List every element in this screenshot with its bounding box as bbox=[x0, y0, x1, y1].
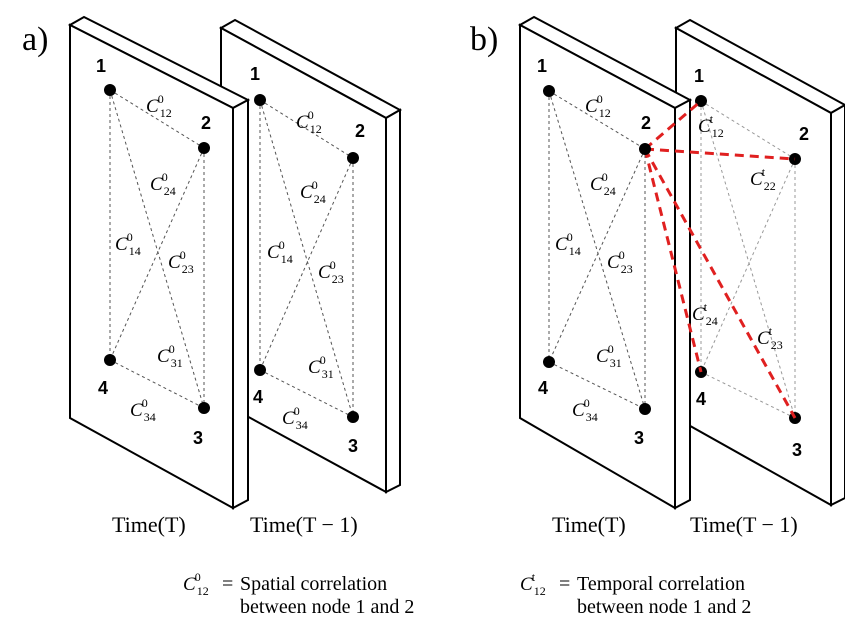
corr-label: C230 bbox=[318, 258, 344, 286]
corr-label: C120 bbox=[585, 92, 611, 120]
corr-label: C240 bbox=[150, 170, 176, 198]
node-1-label: 1 bbox=[537, 56, 547, 76]
node-2-label: 2 bbox=[201, 113, 211, 133]
legend-line2: between node 1 and 2 bbox=[240, 596, 414, 618]
node-1-label: 1 bbox=[250, 64, 260, 84]
node-4 bbox=[254, 364, 266, 376]
panel-b-board-t-minus-1: 1 2 3 4 C12t C22t C24t C23t bbox=[673, 18, 845, 507]
node-3 bbox=[198, 402, 210, 414]
panel-a-tag: a) bbox=[22, 21, 48, 58]
node-4 bbox=[104, 354, 116, 366]
temporal-edge-2-3 bbox=[643, 148, 797, 419]
corr-label: C140 bbox=[555, 230, 581, 258]
board-side-face bbox=[830, 103, 845, 507]
temporal-edges bbox=[639, 99, 797, 419]
node-1 bbox=[254, 94, 266, 106]
legend-equals: = bbox=[559, 573, 570, 595]
board-front-face bbox=[69, 23, 234, 510]
temporal-edge-2-4 bbox=[643, 148, 703, 373]
legend-equals: = bbox=[222, 573, 233, 595]
legend-spatial: C120 = Spatial correlation between node … bbox=[183, 570, 414, 618]
board-side-face bbox=[674, 98, 691, 510]
corr-label: C22t bbox=[750, 165, 776, 193]
node-3 bbox=[639, 403, 651, 415]
corr-label: C230 bbox=[607, 248, 633, 276]
node-2-label: 2 bbox=[355, 121, 365, 141]
node-4-label: 4 bbox=[538, 378, 548, 398]
node-2 bbox=[198, 142, 210, 154]
legend-line2: between node 1 and 2 bbox=[577, 596, 751, 618]
temporal-edge-2-2 bbox=[644, 147, 796, 161]
corr-label: C230 bbox=[168, 248, 194, 276]
corr-label: C340 bbox=[282, 404, 308, 432]
corr-label: C310 bbox=[157, 342, 183, 370]
legend-symbol: C120 bbox=[183, 570, 209, 598]
node-2-label: 2 bbox=[799, 124, 809, 144]
node-4-label: 4 bbox=[98, 378, 108, 398]
panel-a-board-t: 1 2 3 4 C120 C240 C140 C230 C310 C340 bbox=[67, 15, 251, 510]
node-4-label: 4 bbox=[253, 387, 263, 407]
board-front-face bbox=[519, 23, 676, 510]
node-3 bbox=[347, 411, 359, 423]
corr-label: C140 bbox=[115, 230, 141, 258]
node-3-label: 3 bbox=[348, 436, 358, 456]
node-2 bbox=[639, 143, 651, 155]
node-4 bbox=[543, 356, 555, 368]
corr-label: C12t bbox=[698, 112, 724, 140]
panel-a-board-t-minus-1: 1 2 3 4 C120 C240 C140 C230 C310 C340 bbox=[218, 18, 403, 494]
legend-temporal: C12t = Temporal correlation between node… bbox=[520, 570, 751, 618]
temporal-edge-2-1 bbox=[644, 99, 702, 151]
panel-b-board-t: 1 2 3 4 C120 C240 C140 C230 C310 C340 bbox=[517, 15, 693, 510]
corr-label: C340 bbox=[130, 396, 156, 424]
corr-label: C140 bbox=[267, 238, 293, 266]
corr-label: C24t bbox=[692, 300, 718, 328]
corr-label: C240 bbox=[590, 170, 616, 198]
corr-label: C340 bbox=[572, 396, 598, 424]
panel-b-tag: b) bbox=[470, 21, 498, 58]
time-caption: Time(T − 1) bbox=[690, 512, 798, 537]
node-3-label: 3 bbox=[193, 428, 203, 448]
node-3-label: 3 bbox=[792, 440, 802, 460]
node-2 bbox=[347, 152, 359, 164]
legend-line1: Spatial correlation bbox=[240, 573, 387, 595]
node-1 bbox=[695, 95, 707, 107]
time-caption: Time(T) bbox=[552, 512, 626, 537]
board-side-face bbox=[232, 98, 249, 510]
legend-symbol: C12t bbox=[520, 570, 546, 598]
board-side-face bbox=[385, 108, 401, 494]
corr-label: C240 bbox=[300, 178, 326, 206]
time-caption: Time(T − 1) bbox=[250, 512, 358, 537]
node-1-label: 1 bbox=[694, 66, 704, 86]
node-3-label: 3 bbox=[634, 428, 644, 448]
node-4-label: 4 bbox=[696, 389, 706, 409]
node-1-label: 1 bbox=[96, 56, 106, 76]
corr-label: C23t bbox=[757, 324, 783, 352]
node-2-label: 2 bbox=[641, 113, 651, 133]
node-1 bbox=[543, 85, 555, 97]
time-caption: Time(T) bbox=[112, 512, 186, 537]
legend-line1: Temporal correlation bbox=[577, 573, 745, 595]
corr-label: C310 bbox=[308, 353, 334, 381]
corr-label: C120 bbox=[146, 92, 172, 120]
node-1 bbox=[104, 84, 116, 96]
corr-label: C310 bbox=[596, 342, 622, 370]
corr-label: C120 bbox=[296, 108, 322, 136]
